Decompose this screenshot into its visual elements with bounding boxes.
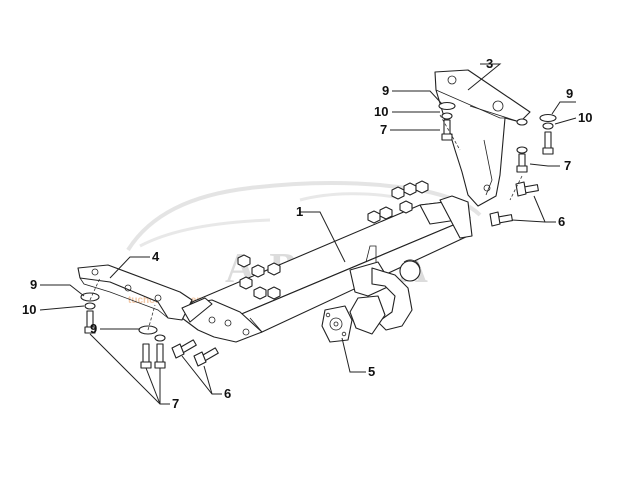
callout-bolt-7-right-top: 7 — [380, 122, 387, 137]
callout-bolt-7-left: 7 — [172, 396, 179, 411]
callout-nut-10-right-b: 10 — [578, 110, 592, 125]
callout-washer-9-right-b: 9 — [566, 86, 573, 101]
hardware-right — [367, 101, 557, 227]
callout-bolt-7-right-side: 7 — [564, 158, 571, 173]
callout-bolts-left: 6 — [224, 386, 231, 401]
callout-tow-ball: 5 — [368, 364, 375, 379]
watermark-car-logo — [126, 181, 482, 252]
callout-washer-9-left-a: 9 — [30, 277, 37, 292]
left-bracket — [77, 264, 213, 323]
callout-washer-9-right-a: 9 — [382, 83, 389, 98]
callout-left-bracket: 4 — [152, 249, 160, 264]
hardware-left — [80, 254, 281, 369]
callout-nut-10-left: 10 — [22, 302, 36, 317]
right-bracket — [434, 69, 531, 207]
callout-washer-9-left-b: 9 — [90, 321, 97, 336]
callout-bolts-right: 6 — [558, 214, 565, 229]
callout-nut-10-right-a: 10 — [374, 104, 388, 119]
callout-right-bracket: 3 — [486, 56, 493, 71]
tow-ball-assembly — [321, 245, 421, 343]
leader-lines — [39, 63, 577, 405]
callout-main-beam: 1 — [296, 204, 303, 219]
